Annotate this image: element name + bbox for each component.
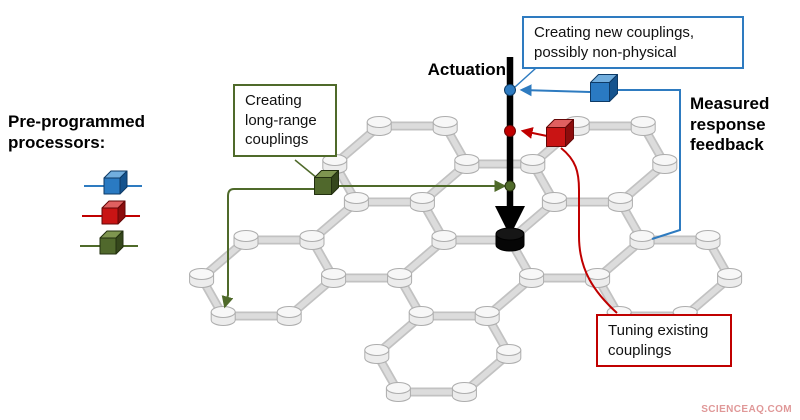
green-injection-dot	[504, 180, 516, 192]
lattice-node	[541, 192, 567, 212]
lattice-node	[496, 344, 522, 364]
red-tuning-path	[560, 147, 618, 314]
lattice-node	[454, 154, 480, 174]
watermark: SCIENCEAQ.COM	[701, 404, 792, 415]
legend-blue-cube	[103, 170, 128, 195]
green-processor-cube	[314, 170, 339, 195]
red-injection-dot	[504, 125, 516, 137]
lattice-node	[432, 116, 458, 136]
lattice-node	[189, 268, 215, 288]
lattice-bond-ring	[330, 121, 472, 207]
blue-processor-cube	[590, 74, 618, 102]
lattice-node	[451, 382, 477, 402]
red-coupling-arrow	[520, 127, 548, 139]
lattice-node	[585, 268, 611, 288]
lattice-node	[717, 268, 743, 288]
lattice-node	[408, 306, 434, 326]
callout-new-couplings: Creating new couplings, possibly non-phy…	[522, 16, 744, 69]
legend-red-cube	[101, 200, 126, 225]
actuated-node-cap	[495, 227, 525, 241]
actuated-node	[495, 227, 525, 252]
lattice-node	[630, 116, 656, 136]
lattice-bond-ring	[593, 235, 735, 321]
lattice-node	[366, 116, 392, 136]
injection-points	[504, 84, 516, 192]
lattice-node	[210, 306, 236, 326]
lattice-node	[321, 268, 347, 288]
lattice-node	[385, 382, 411, 402]
lattice-bond-ring	[372, 311, 514, 397]
actuation-arrowhead	[495, 206, 525, 236]
lattice-node	[519, 268, 545, 288]
red-processor-cube	[546, 119, 574, 147]
lattice-node	[364, 344, 390, 364]
lattice-bond-ring	[197, 235, 339, 321]
blue-injection-dot	[504, 84, 516, 96]
lattice-node	[276, 306, 302, 326]
lattice-node	[233, 230, 259, 250]
lattice-node	[343, 192, 369, 212]
measured-feedback-label: Measured response feedback	[690, 94, 770, 155]
lattice-node	[607, 192, 633, 212]
lattice-node	[474, 306, 500, 326]
lattice-node	[299, 230, 325, 250]
callout-long-range: Creating long-range couplings	[233, 84, 337, 157]
lattice-node	[520, 154, 546, 174]
lattice-node	[409, 192, 435, 212]
lattice-node	[695, 230, 721, 250]
actuation-arrow	[495, 57, 525, 236]
legend-green-cube	[99, 230, 124, 255]
callout-tuning: Tuning existing couplings	[596, 314, 732, 367]
legend-title: Pre-programmed processors:	[8, 112, 145, 152]
blue-feedback-path	[618, 89, 681, 240]
blue-coupling-arrow	[519, 84, 591, 97]
lattice-node	[387, 268, 413, 288]
lattice-node	[629, 230, 655, 250]
green-box-connector	[294, 159, 318, 179]
lattice-node	[431, 230, 457, 250]
processor-cubes	[99, 74, 618, 255]
actuation-label: Actuation	[427, 60, 506, 79]
blue-box-connector	[514, 67, 537, 88]
connector-lines	[221, 67, 681, 314]
green-long-range-path	[221, 188, 314, 309]
lattice-node	[652, 154, 678, 174]
